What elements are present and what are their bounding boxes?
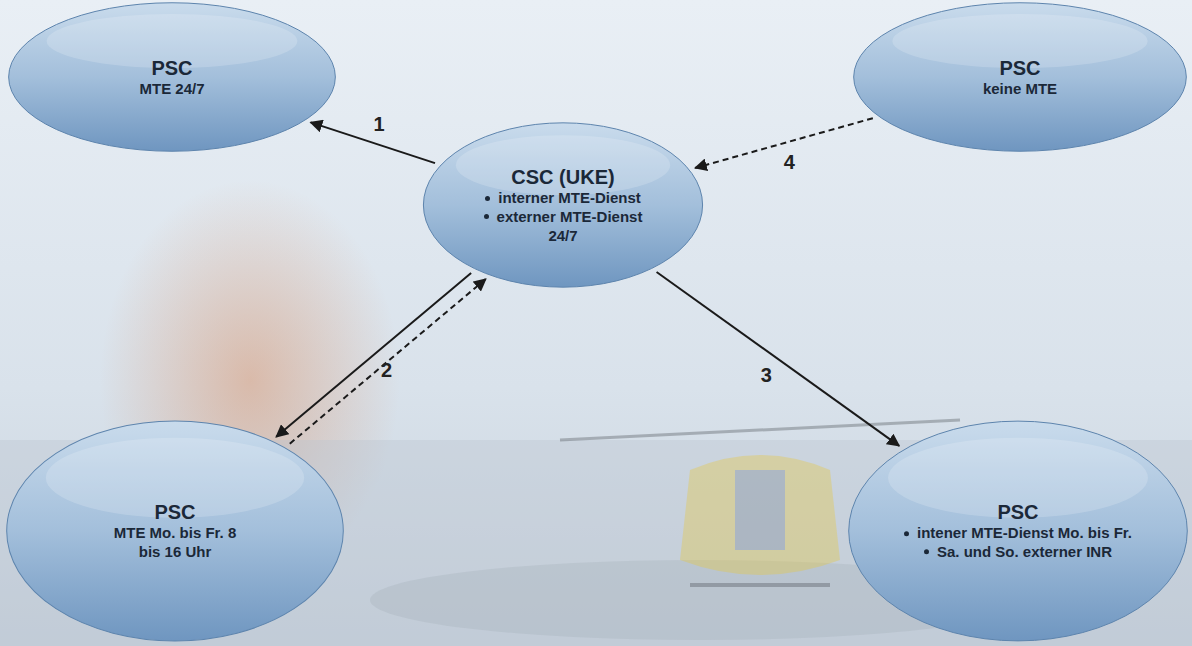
bullet-dot (904, 531, 909, 536)
body-text: interner MTE-Dienst (498, 189, 641, 206)
node-body: keine MTE (910, 80, 1130, 99)
node-body: MTE 24/7 (62, 80, 282, 99)
solid-arrow (276, 273, 471, 437)
ellipse-outline (7, 421, 344, 641)
node-heading: PSC (868, 500, 1168, 524)
heading-text: PSC (154, 501, 195, 523)
heading-text: CSC (UKE) (511, 166, 614, 188)
node-heading: PSC (62, 56, 282, 80)
bullet-dot (484, 214, 489, 219)
node-body: Sa. und So. externer INR (868, 543, 1168, 562)
solid-arrow (311, 122, 435, 163)
callout-number: 4 (784, 151, 795, 174)
node-body: externer MTE-Dienst 24/7 (468, 208, 658, 246)
ellipse-node: PSCkeine MTE (852, 2, 1188, 152)
gloss-highlight (456, 135, 670, 195)
heading-text: PSC (999, 57, 1040, 79)
ellipse-outline (854, 3, 1187, 152)
body-text: Sa. und So. externer INR (937, 543, 1112, 560)
ellipse-outline (423, 123, 702, 287)
body-text: MTE Mo. bis Fr. 8 bis 16 Uhr (114, 524, 237, 560)
ellipse-node: PSCMTE Mo. bis Fr. 8 bis 16 Uhr (5, 420, 345, 642)
callout-number: 3 (761, 364, 772, 387)
callout-number: 2 (381, 359, 392, 382)
bullet-dot (924, 550, 929, 555)
dashed-arrow (290, 279, 486, 444)
body-text: intener MTE-Dienst Mo. bis Fr. (917, 524, 1132, 541)
ellipse-outline (9, 3, 336, 152)
node-body: MTE Mo. bis Fr. 8 bis 16 Uhr (105, 524, 245, 562)
node-text: PSCkeine MTE (910, 56, 1130, 99)
node-text: PSCMTE 24/7 (62, 56, 282, 99)
ellipse-node: PSCintener MTE-Dienst Mo. bis Fr. Sa. und… (847, 420, 1189, 642)
ellipse-node: PSCMTE 24/7 (7, 2, 337, 152)
callout-number: 1 (373, 112, 384, 135)
node-heading: PSC (910, 56, 1130, 80)
ellipse-node: CSC (UKE)interner MTE-Dienst externer MTE… (422, 122, 704, 288)
node-body: intener MTE-Dienst Mo. bis Fr. (868, 524, 1168, 543)
node-heading: PSC (105, 500, 245, 524)
node-text: PSCMTE Mo. bis Fr. 8 bis 16 Uhr (105, 500, 245, 562)
body-text: externer MTE-Dienst 24/7 (497, 208, 643, 244)
heading-text: PSC (997, 501, 1038, 523)
heading-text: PSC (151, 57, 192, 79)
node-text: CSC (UKE)interner MTE-Dienst externer MTE… (468, 165, 658, 245)
ellipse-outline (849, 421, 1188, 641)
body-text: MTE 24/7 (139, 80, 204, 97)
node-heading: CSC (UKE) (468, 165, 658, 189)
node-body: interner MTE-Dienst (468, 189, 658, 208)
body-text: keine MTE (983, 80, 1057, 97)
node-text: PSCintener MTE-Dienst Mo. bis Fr. Sa. und… (868, 500, 1168, 562)
bullet-dot (485, 195, 490, 200)
solid-arrow (657, 272, 900, 446)
